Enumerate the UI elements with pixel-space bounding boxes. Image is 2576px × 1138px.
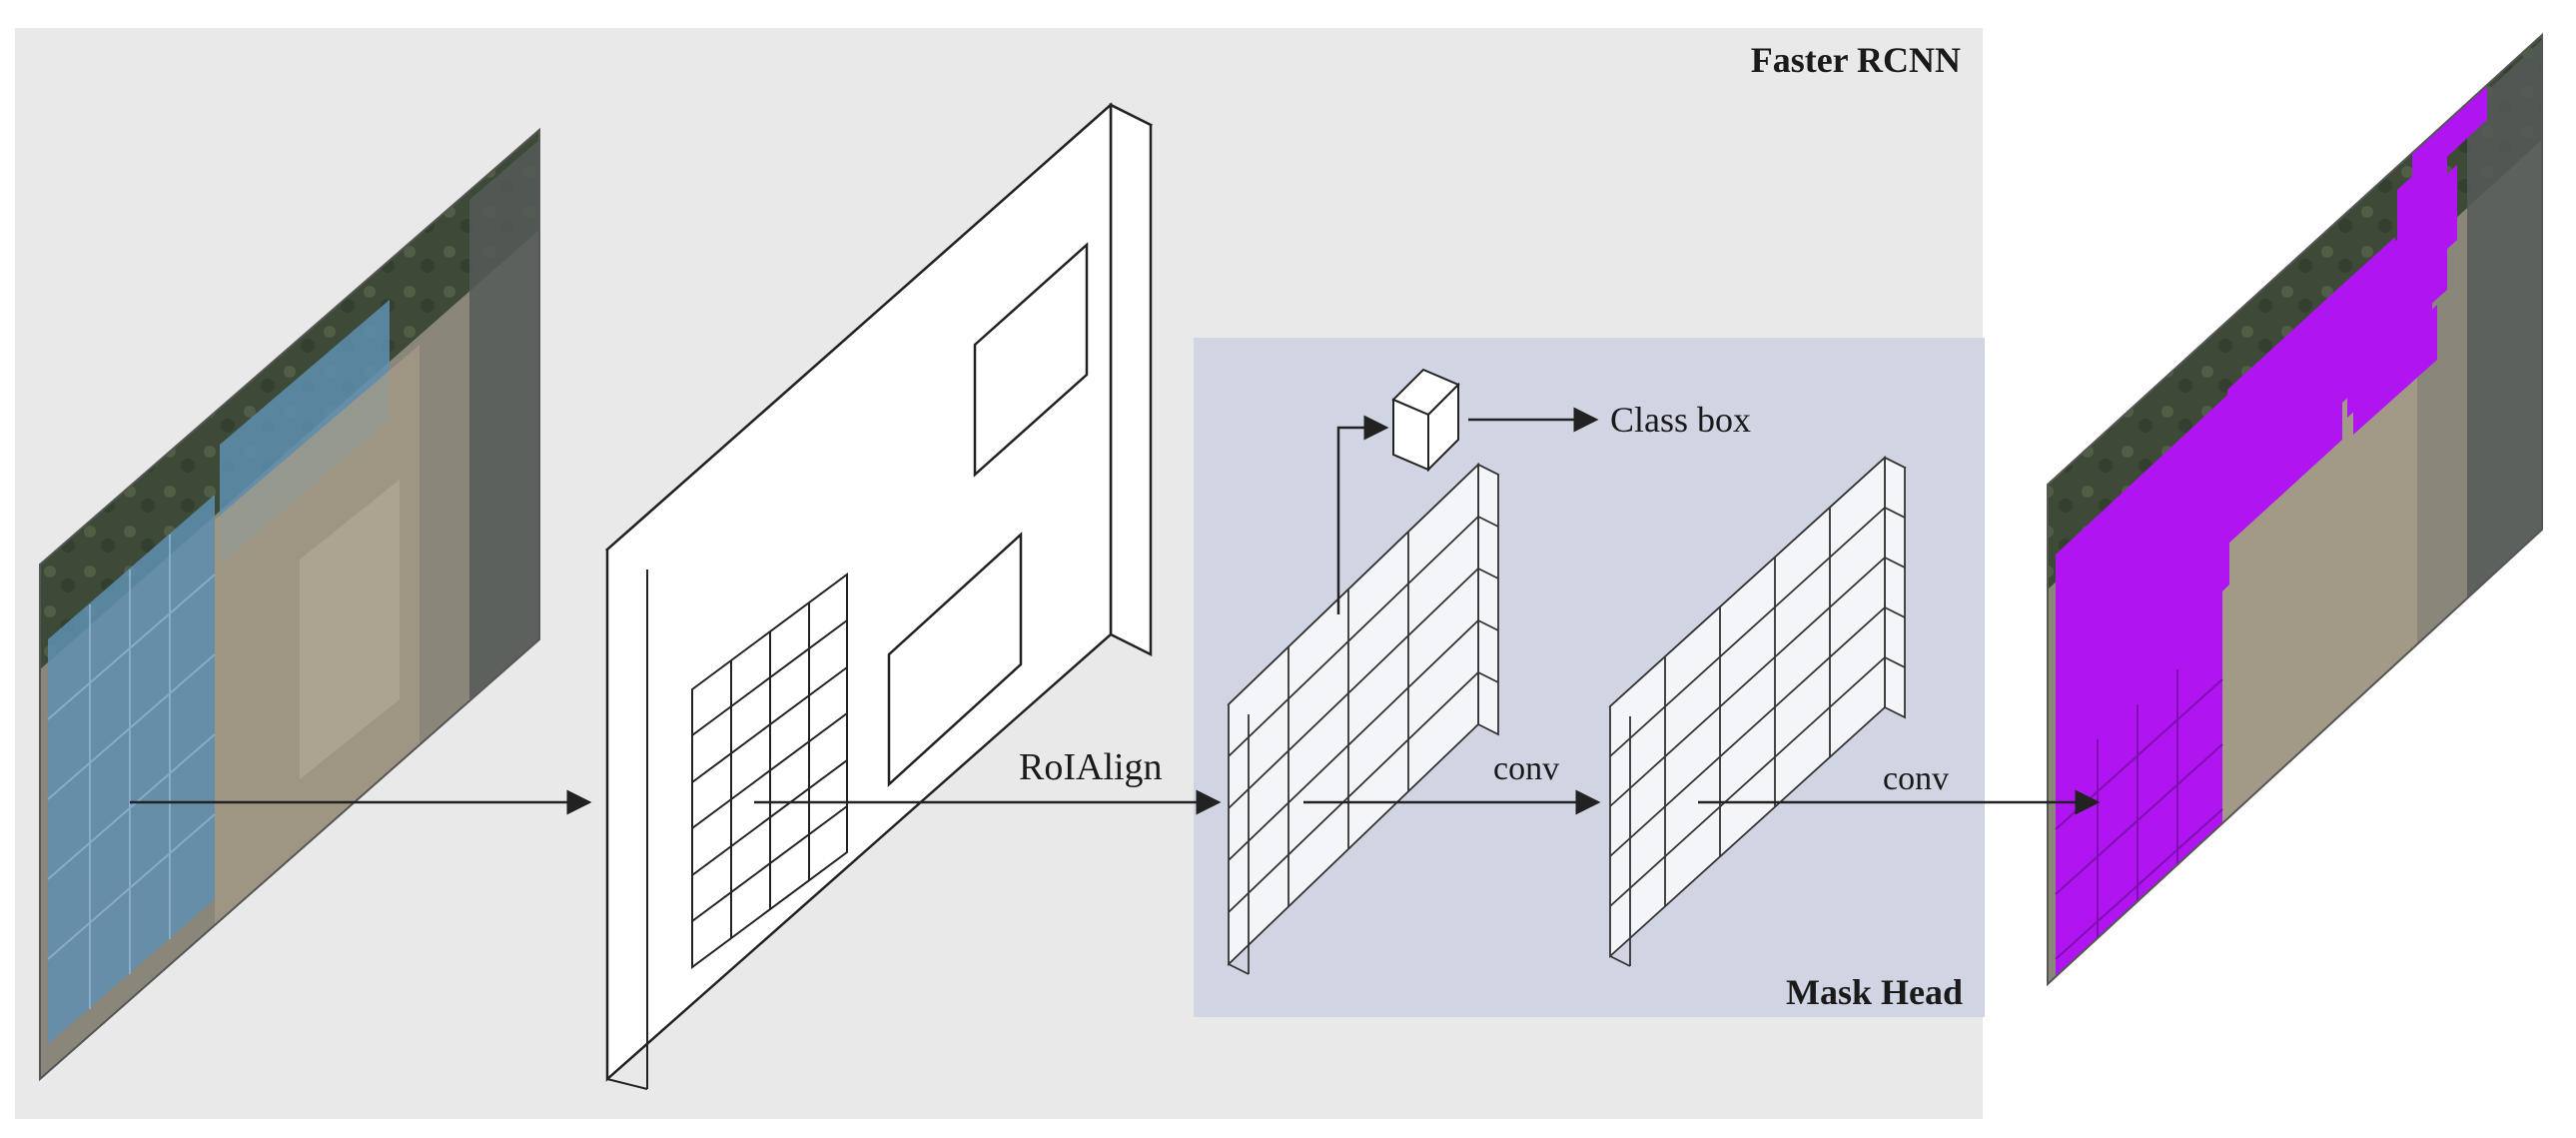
conv-label-1: conv — [1493, 750, 1559, 787]
roi-box-middle — [887, 532, 1023, 787]
class-box-label: Class box — [1610, 400, 1751, 440]
feature-map-block — [604, 102, 1154, 1090]
faster-rcnn-label: Faster RCNN — [1751, 40, 1961, 80]
roi-feature-grid — [1227, 462, 1500, 975]
roi-box-upper — [973, 242, 1089, 478]
class-box-cube — [1391, 368, 1460, 473]
mask-head-label: Mask Head — [1786, 972, 1963, 1012]
roialign-label: RoIAlign — [1019, 746, 1163, 788]
output-segmented-image — [2047, 32, 2543, 987]
roi-feature-grid-lines — [1228, 516, 1499, 913]
roi-grid — [691, 572, 848, 969]
mask-feature-grid-lines — [1609, 507, 1906, 907]
conv-label-2: conv — [1883, 760, 1949, 797]
mask-feature-grid — [1608, 455, 1907, 967]
branch-arrow — [1336, 415, 1389, 614]
